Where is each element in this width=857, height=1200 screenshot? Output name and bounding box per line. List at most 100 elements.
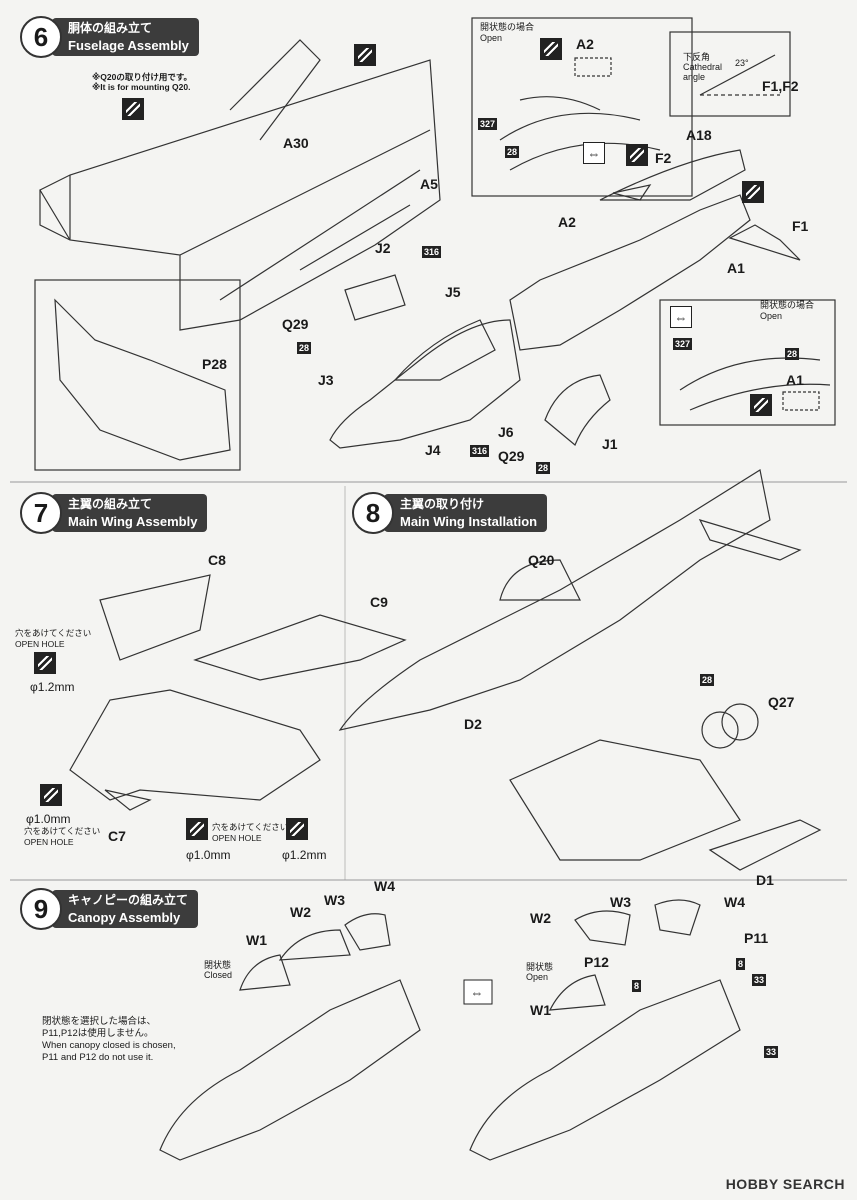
drill-icon xyxy=(34,652,56,674)
step-9-title: キャノピーの組み立て Canopy Assembly xyxy=(52,890,199,928)
open-box-top-en: Open xyxy=(480,33,503,43)
diameter-1-2mm: φ1.2mm xyxy=(30,680,75,694)
part-A18: A18 xyxy=(686,127,712,143)
part-W2-left: W2 xyxy=(290,904,311,920)
open-jp: 開状態 xyxy=(526,962,554,972)
paint-code: 33 xyxy=(752,974,767,986)
closed-en: Closed xyxy=(204,970,233,980)
part-W4-left: W4 xyxy=(374,878,395,894)
part-J6: J6 xyxy=(498,424,514,440)
step-7-number: 7 xyxy=(20,492,62,534)
swap-arrow-icon: ⇔ xyxy=(670,306,692,328)
q20-note-en: ※It is for mounting Q20. xyxy=(92,82,191,92)
part-J3: J3 xyxy=(318,372,334,388)
part-F2: F2 xyxy=(655,150,672,166)
part-C8: C8 xyxy=(208,552,226,568)
part-A1-open: A1 xyxy=(786,372,804,388)
paint-code: 28 xyxy=(785,348,800,360)
step-9-number: 9 xyxy=(20,888,62,930)
watermark: HOBBY SEARCH xyxy=(725,1176,845,1192)
step-7-title: 主翼の組み立て Main Wing Assembly xyxy=(52,494,208,532)
part-F1: F1 xyxy=(792,218,809,234)
cement-icon xyxy=(626,144,648,166)
part-A30: A30 xyxy=(283,135,309,151)
canopy-note-en1: When canopy closed is chosen, xyxy=(42,1040,176,1051)
cathedral-en1: Cathedral xyxy=(683,62,723,72)
cement-icon xyxy=(540,38,562,60)
step-6-title-jp: 胴体の組み立て xyxy=(68,21,153,35)
part-W3-right: W3 xyxy=(610,894,631,910)
part-Q29-b: Q29 xyxy=(498,448,525,464)
step-7-header: 7 主翼の組み立て Main Wing Assembly xyxy=(20,492,208,534)
part-W4-right: W4 xyxy=(724,894,745,910)
hole-note-en-2: OPEN HOLE xyxy=(24,837,74,847)
part-W1-right: W1 xyxy=(530,1002,551,1018)
hole-note-jp-2: 穴をあけてください xyxy=(24,826,101,836)
paint-code: 28 xyxy=(536,462,551,474)
step-6-number: 6 xyxy=(20,16,62,58)
part-C9: C9 xyxy=(370,594,388,610)
q20-note-jp: ※Q20の取り付け用です。 xyxy=(92,72,192,82)
paint-code: 28 xyxy=(700,674,715,686)
canopy-note-en2: P11 and P12 do not use it. xyxy=(42,1052,154,1063)
drill-icon xyxy=(186,818,208,840)
cathedral-deg: 23° xyxy=(735,58,749,68)
part-D1: D1 xyxy=(756,872,774,888)
open-en: Open xyxy=(526,972,549,982)
canopy-note-jp1: 閉状態を選択した場合は、 xyxy=(42,1016,157,1027)
paint-code: 28 xyxy=(297,342,312,354)
paint-code: 28 xyxy=(505,146,520,158)
paint-code: 33 xyxy=(764,1046,779,1058)
part-J1: J1 xyxy=(602,436,618,452)
swap-arrow-icon: ⇔ xyxy=(470,984,484,1000)
part-Q29-a: Q29 xyxy=(282,316,309,332)
step-8-header: 8 主翼の取り付け Main Wing Installation xyxy=(352,492,548,534)
cement-icon xyxy=(742,181,764,203)
part-D2: D2 xyxy=(464,716,482,732)
step-8-title-jp: 主翼の取り付け xyxy=(400,497,485,511)
paint-code: 8 xyxy=(632,980,642,992)
diameter-1-0mm-left: φ1.0mm xyxy=(26,812,71,826)
hole-note-en-3: OPEN HOLE xyxy=(212,833,262,843)
part-P11: P11 xyxy=(744,930,769,946)
part-W3-left: W3 xyxy=(324,892,345,908)
drill-icon xyxy=(122,98,144,120)
cathedral-en2: angle xyxy=(683,72,706,82)
swap-arrow-icon: ⇔ xyxy=(583,142,605,164)
step-8-number: 8 xyxy=(352,492,394,534)
step-7-title-en: Main Wing Assembly xyxy=(68,514,198,529)
step-9-header: 9 キャノピーの組み立て Canopy Assembly xyxy=(20,888,199,930)
paint-code: 327 xyxy=(673,338,693,350)
canopy-note-jp2: P11,P12は使用しません。 xyxy=(42,1028,154,1039)
hole-note-jp: 穴をあけてください xyxy=(15,628,92,638)
part-W1-left: W1 xyxy=(246,932,267,948)
step-6-title: 胴体の組み立て Fuselage Assembly xyxy=(52,18,199,56)
part-A2-main: A2 xyxy=(558,214,576,230)
part-P28: P28 xyxy=(202,356,227,372)
diameter-1-0mm-mid: φ1.0mm xyxy=(186,848,231,862)
part-A5: A5 xyxy=(420,176,438,192)
step-9-title-jp: キャノピーの組み立て xyxy=(68,893,189,907)
part-F1F2: F1,F2 xyxy=(762,78,799,94)
step-7-title-jp: 主翼の組み立て xyxy=(68,497,153,511)
paint-code: 8 xyxy=(736,958,746,970)
part-Q20: Q20 xyxy=(528,552,555,568)
part-C7: C7 xyxy=(108,828,126,844)
diameter-1-2mm-right: φ1.2mm xyxy=(282,848,327,862)
step-6-title-en: Fuselage Assembly xyxy=(68,38,189,53)
hole-note-jp-3: 穴をあけてください xyxy=(212,822,289,832)
drill-icon xyxy=(286,818,308,840)
closed-jp: 閉状態 xyxy=(204,960,232,970)
part-Q27: Q27 xyxy=(768,694,795,710)
paint-code: 327 xyxy=(478,118,498,130)
paint-code: 316 xyxy=(422,246,442,258)
step-8-title: 主翼の取り付け Main Wing Installation xyxy=(384,494,548,532)
step-6-header: 6 胴体の組み立て Fuselage Assembly xyxy=(20,16,199,58)
open-box-right-en: Open xyxy=(760,311,783,321)
hole-note-en: OPEN HOLE xyxy=(15,639,65,649)
drill-icon xyxy=(40,784,62,806)
paint-code: 316 xyxy=(470,445,490,457)
cement-icon xyxy=(354,44,376,66)
part-J5: J5 xyxy=(445,284,461,300)
